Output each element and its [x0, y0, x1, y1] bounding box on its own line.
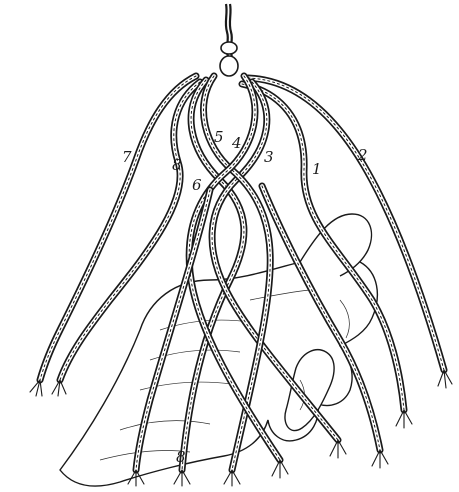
- strand-label-8-top: 8: [172, 156, 182, 174]
- strand-label-2: 2: [357, 146, 368, 164]
- strand-label-6: 6: [192, 176, 202, 194]
- strand-label-5: 5: [214, 128, 224, 146]
- hanging-cord: [220, 4, 238, 76]
- strand-label-8-bottom: 8: [176, 448, 186, 466]
- strand-label-1: 1: [312, 160, 322, 178]
- hand: [60, 214, 377, 486]
- strand-label-4: 4: [231, 134, 242, 152]
- strand-label-7: 7: [122, 148, 132, 166]
- strand-label-3: 3: [264, 148, 274, 166]
